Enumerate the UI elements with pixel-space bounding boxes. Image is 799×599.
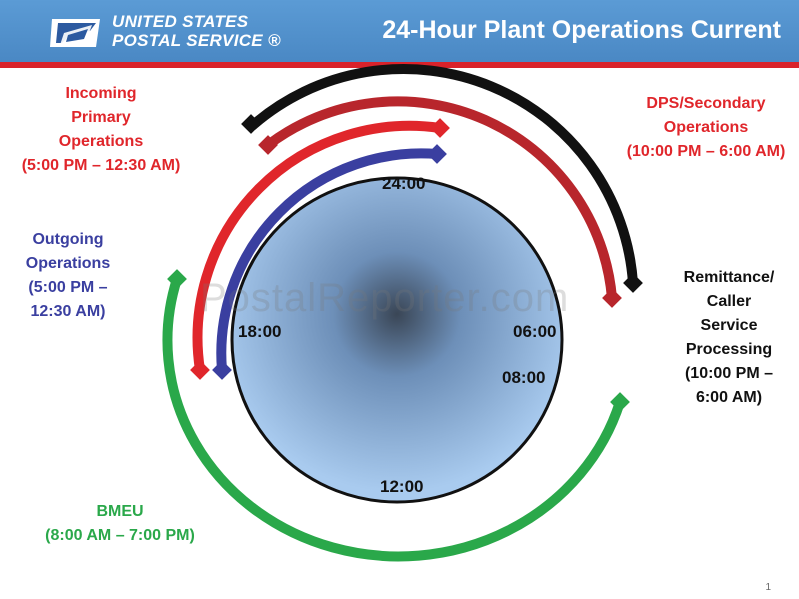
clock-label-top: 24:00: [382, 174, 426, 193]
remittance-arc-start-cap: [241, 114, 261, 134]
bmeu-arc-end-cap: [610, 392, 630, 412]
incoming-line-1: Incoming: [65, 85, 137, 102]
clock-label-right-lower: 08:00: [502, 368, 546, 387]
remittance-line-3: Service: [700, 317, 758, 334]
remittance-line-6: 6:00 AM): [695, 389, 763, 406]
remittance-arc: [248, 64, 638, 284]
incoming-line-3: Operations: [58, 133, 144, 150]
clock-label-left: 18:00: [238, 322, 282, 341]
watermark: PostalReporter.com: [200, 276, 570, 320]
remittance-line-4: Processing: [685, 341, 773, 358]
dps-arc-end-cap: [602, 288, 622, 308]
usps-logo: UNITED STATES POSTAL SERVICE ®: [50, 8, 281, 54]
outgoing-line-3: (5:00 PM –: [28, 279, 108, 296]
outgoing-operations-label: Outgoing Operations (5:00 PM – 12:30 AM): [8, 228, 128, 324]
incoming-line-2: Primary: [71, 109, 131, 126]
dps-line-1: DPS/Secondary: [646, 95, 766, 112]
bmeu-line-2: (8:00 AM – 7:00 PM): [45, 527, 195, 544]
outgoing-arc: [216, 148, 438, 371]
outgoing-line-2: Operations: [25, 255, 111, 272]
dps-line-3: (10:00 PM – 6:00 AM): [626, 143, 786, 160]
logo-line-2: POSTAL SERVICE ®: [112, 31, 281, 50]
dps-secondary-label: DPS/Secondary Operations (10:00 PM – 6:0…: [616, 92, 796, 164]
usps-eagle-logo-icon: [50, 19, 100, 47]
incoming-line-4: (5:00 PM – 12:30 AM): [21, 157, 181, 174]
page-title: 24-Hour Plant Operations Current: [382, 16, 781, 44]
outgoing-line-4: 12:30 AM): [30, 303, 106, 320]
outgoing-arc-start-cap: [427, 144, 447, 164]
dps-arc-start-cap: [258, 135, 278, 155]
clock-label-right: 06:00: [513, 322, 557, 341]
outgoing-line-1: Outgoing: [32, 231, 104, 248]
outgoing-arc-end-cap: [212, 360, 232, 380]
clock-face: [230, 176, 564, 504]
dps-arc: [264, 96, 617, 299]
remittance-line-2: Caller: [706, 293, 752, 310]
bmeu-label: BMEU (8:00 AM – 7:00 PM): [30, 500, 210, 548]
logo-line-1: UNITED STATES: [112, 12, 249, 31]
remittance-line-5: (10:00 PM –: [684, 365, 774, 382]
incoming-arc-end-cap: [190, 360, 210, 380]
incoming-arc: [192, 120, 441, 371]
incoming-operations-label: Incoming Primary Operations (5:00 PM – 1…: [6, 82, 196, 178]
bmeu-arc-start-cap: [167, 269, 187, 289]
incoming-arc-start-cap: [430, 118, 450, 138]
bmeu-line-1: BMEU: [96, 503, 144, 520]
bmeu-arc: [162, 277, 625, 562]
remittance-line-1: Remittance/: [683, 269, 775, 286]
logo-text: UNITED STATES POSTAL SERVICE ®: [112, 12, 281, 50]
clock-label-bottom: 12:00: [380, 477, 424, 496]
dps-line-2: Operations: [663, 119, 749, 136]
remittance-label: Remittance/ Caller Service Processing (1…: [664, 266, 794, 410]
page-number: 1: [765, 582, 771, 593]
remittance-arc-end-cap: [623, 273, 643, 293]
header-bar: UNITED STATES POSTAL SERVICE ® 24-Hour P…: [0, 0, 799, 62]
